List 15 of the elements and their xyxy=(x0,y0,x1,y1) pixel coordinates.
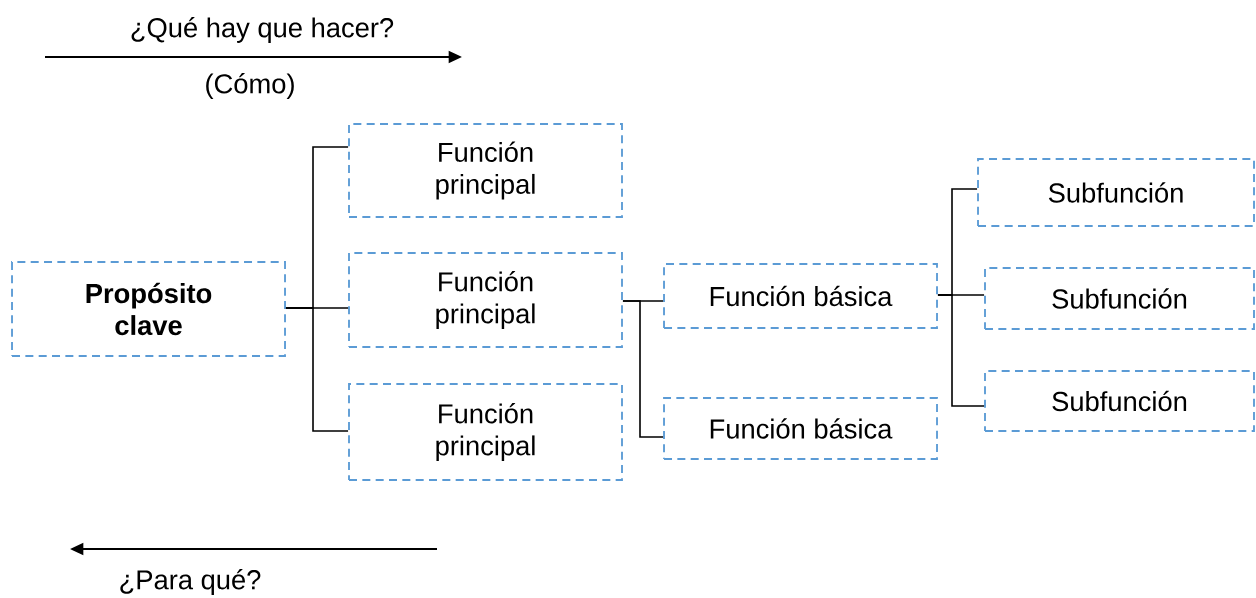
function-box: Función principal xyxy=(348,252,623,348)
function-box: Subfunción xyxy=(984,267,1255,330)
function-box: Función principal xyxy=(348,383,623,481)
direction-label: (Cómo) xyxy=(206,73,294,99)
function-box: Propósito clave xyxy=(11,261,286,357)
connector-line xyxy=(622,300,664,438)
function-box: Función básica xyxy=(663,397,938,460)
function-box: Función principal xyxy=(348,123,623,218)
function-box: Subfunción xyxy=(977,158,1255,227)
direction-label: ¿Qué hay que hacer? xyxy=(131,17,394,43)
function-box: Función básica xyxy=(663,263,938,329)
connector-line xyxy=(285,307,349,432)
direction-label: ¿Para qué? xyxy=(120,569,261,595)
connector-line xyxy=(937,294,985,407)
function-box: Subfunción xyxy=(984,370,1255,432)
